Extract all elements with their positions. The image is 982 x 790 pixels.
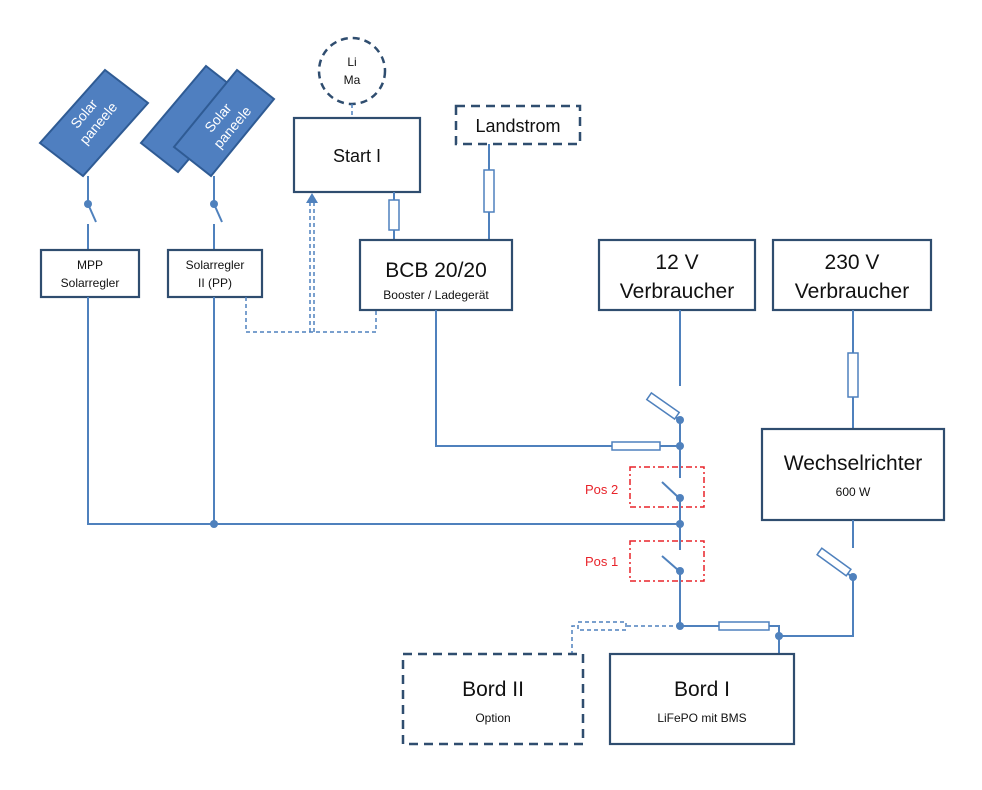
bcb-charger: BCB 20/20 Booster / Ladegerät bbox=[358, 238, 514, 312]
landstrom-bcb-link bbox=[483, 144, 495, 240]
load-12v: 12 V Verbraucher bbox=[597, 238, 757, 312]
solarregler-2-line1: Solarregler bbox=[186, 258, 245, 272]
landstrom: Landstrom bbox=[454, 104, 582, 146]
inverter: Wechselrichter 600 W bbox=[760, 427, 946, 522]
solarregler-2-line2: II (PP) bbox=[198, 276, 232, 290]
panel-switch-2 bbox=[210, 176, 223, 250]
bord1-subtitle: LiFePO mit BMS bbox=[657, 711, 746, 725]
mpp-line2: Solarregler bbox=[61, 276, 120, 290]
bcb-output-link bbox=[435, 310, 684, 451]
mpp-line1: MPP bbox=[77, 258, 103, 272]
solar-bus bbox=[87, 297, 684, 528]
load-230v-link bbox=[847, 310, 859, 429]
bcb-title: BCB 20/20 bbox=[385, 259, 487, 282]
inverter-subtitle: 600 W bbox=[836, 485, 871, 499]
load-230v-line1: 230 V bbox=[825, 251, 880, 274]
panel-switch-1 bbox=[84, 176, 97, 250]
bord1-battery: Bord I LiFePO mit BMS bbox=[608, 652, 796, 746]
battery-link bbox=[676, 621, 783, 654]
pos2-switch: Pos 2 bbox=[585, 446, 705, 524]
inverter-title: Wechselrichter bbox=[784, 452, 923, 475]
load-12v-line1: 12 V bbox=[655, 251, 698, 274]
load-230v: 230 V Verbraucher bbox=[771, 238, 933, 312]
pos1-switch: Pos 1 bbox=[585, 524, 705, 626]
pos1-label: Pos 1 bbox=[585, 554, 618, 569]
pos2-label: Pos 2 bbox=[585, 482, 618, 497]
load-12v-line2: Verbraucher bbox=[620, 280, 734, 303]
inverter-switch bbox=[779, 520, 857, 637]
bcb-subtitle: Booster / Ladegerät bbox=[383, 288, 489, 302]
lima-marker: Li Ma bbox=[317, 36, 387, 118]
bord2-subtitle: Option bbox=[475, 711, 510, 725]
solar-panel-1: Solar paneele bbox=[38, 68, 150, 178]
lima-line2: Ma bbox=[344, 73, 361, 87]
solarregler-2: Solarregler II (PP) bbox=[166, 248, 264, 299]
landstrom-label: Landstrom bbox=[475, 116, 560, 136]
lima-line1: Li bbox=[347, 55, 356, 69]
bord1-title: Bord I bbox=[674, 678, 730, 701]
bord2-battery: Bord II Option bbox=[401, 652, 585, 746]
start-battery: Start I bbox=[292, 116, 422, 194]
start-label: Start I bbox=[333, 146, 381, 166]
mpp-solarregler: MPP Solarregler bbox=[39, 248, 141, 299]
start-bcb-link bbox=[388, 192, 400, 240]
load-230v-line2: Verbraucher bbox=[795, 280, 909, 303]
bord2-title: Bord II bbox=[462, 678, 524, 701]
load-12v-switch bbox=[645, 310, 684, 446]
dplus-signal bbox=[245, 193, 377, 333]
solar-panel-2: Solar paneele bbox=[139, 64, 276, 178]
bord2-link bbox=[571, 621, 680, 654]
